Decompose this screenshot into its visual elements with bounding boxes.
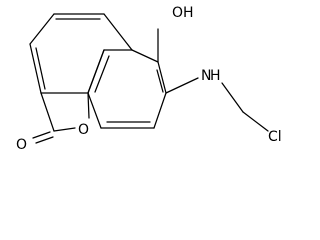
bond — [153, 92, 167, 129]
bond — [221, 82, 244, 113]
bond — [242, 111, 269, 132]
bond — [165, 77, 199, 94]
bond — [35, 136, 54, 144]
bond — [157, 61, 167, 94]
bond — [35, 47, 46, 90]
bond — [40, 92, 55, 132]
bond — [29, 13, 55, 45]
molecule-diagram: OH N H Cl O O — [16, 5, 282, 153]
hydroxyl-label: OH — [172, 5, 194, 21]
bond — [87, 92, 102, 129]
bond — [87, 92, 90, 119]
chlorine-label: Cl — [268, 129, 282, 145]
bond — [131, 49, 159, 63]
bond — [53, 127, 76, 132]
bond — [103, 13, 133, 51]
bond — [32, 131, 51, 139]
bond — [87, 49, 105, 94]
bond-group — [29, 13, 269, 144]
bond — [156, 69, 164, 93]
chemical-structure-canvas: OH N H Cl O O — [16, 5, 282, 153]
ring-oxygen-label: O — [78, 122, 89, 138]
amine-n-label: N — [201, 68, 211, 84]
amine-h-label: H — [210, 68, 221, 84]
bond — [29, 43, 42, 94]
carbonyl-oxygen-label: O — [16, 137, 27, 153]
bond — [94, 55, 110, 93]
